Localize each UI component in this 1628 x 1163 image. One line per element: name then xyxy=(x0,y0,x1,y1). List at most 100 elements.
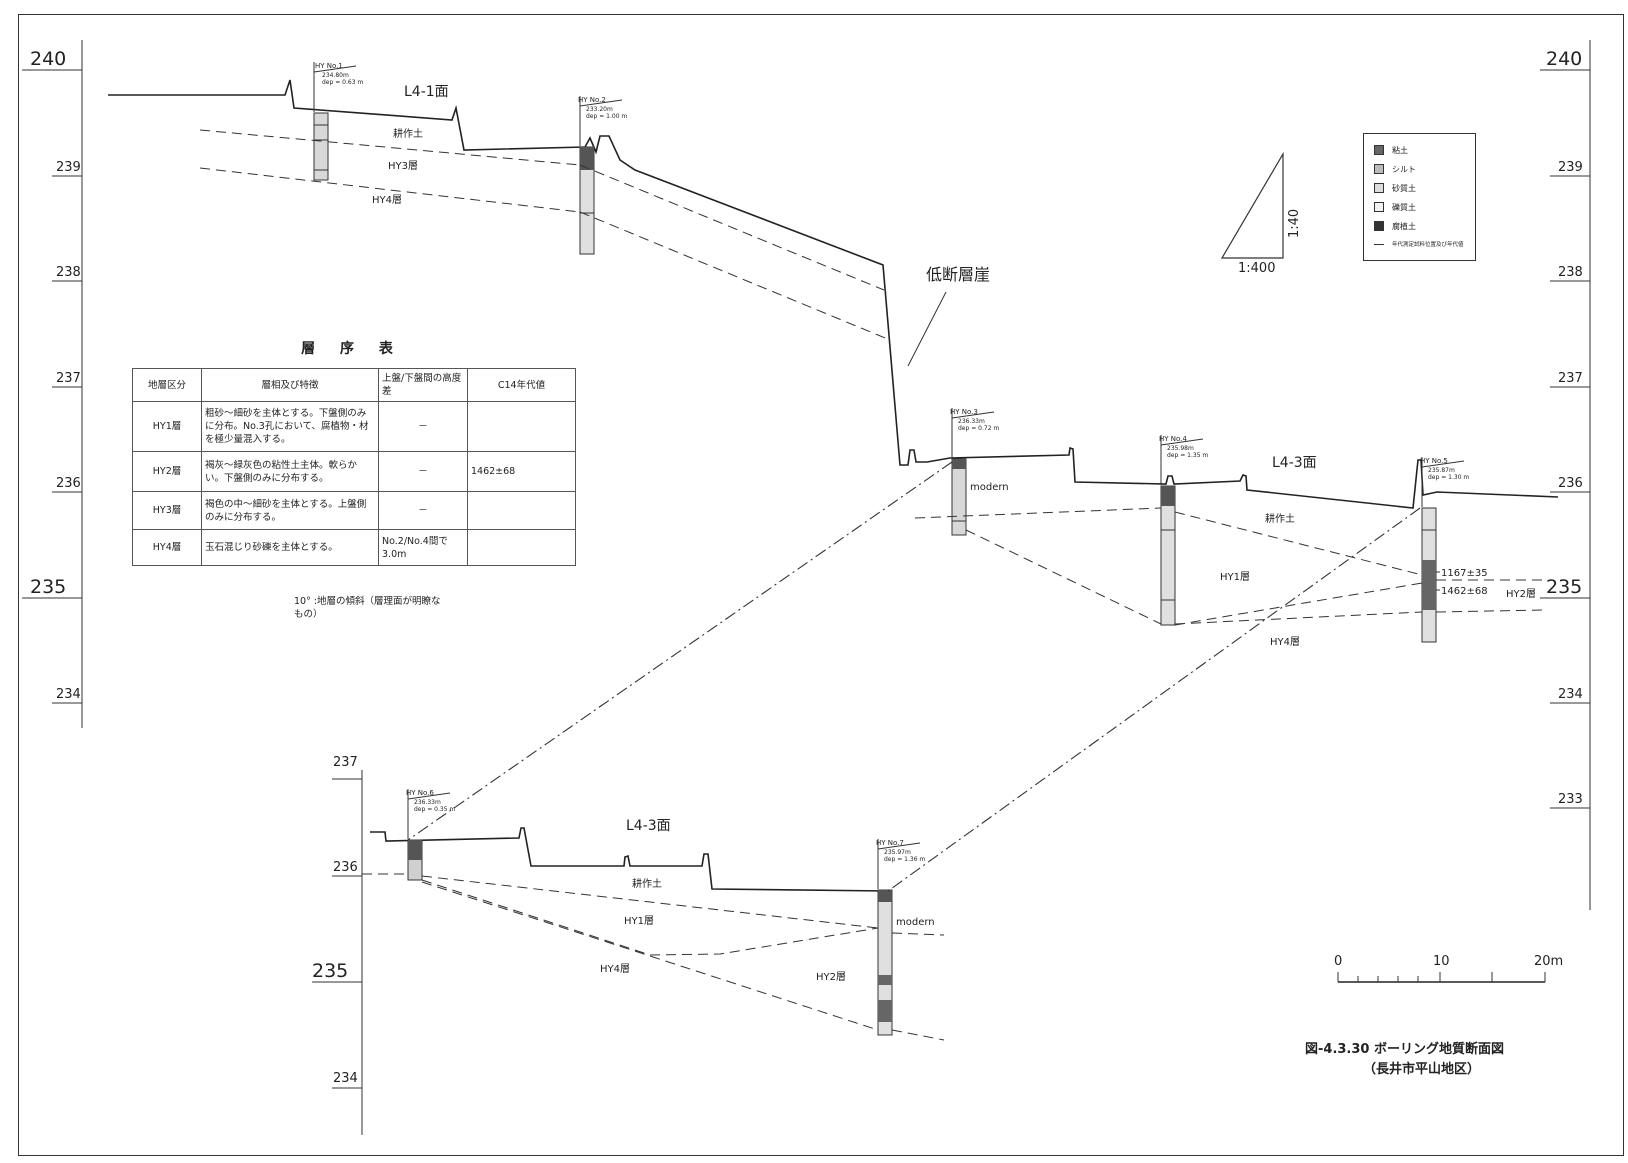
lower-layer-boundaries xyxy=(362,873,945,1041)
strata-cell: HY2層 xyxy=(132,451,202,492)
upper-layer-boundaries xyxy=(199,129,891,341)
label-lower-kosaku: 耕作土 xyxy=(632,877,662,890)
upper-left-axis: 240 239 238 237 236 235 234 xyxy=(22,40,83,728)
strata-cell xyxy=(467,401,576,452)
scale-bar-tick-20m: 20m xyxy=(1534,954,1563,969)
borehole-2-info1: 233.20m xyxy=(586,106,613,113)
legend-item-humus: 腐植土 xyxy=(1374,220,1416,232)
legend-label-gravel: 礫質土 xyxy=(1392,202,1416,212)
label-right-hy1: HY1層 xyxy=(1220,571,1250,583)
table-row: HY2層 褐灰～緑灰色の粘性土主体。軟らかい。下盤側のみに分布する。 － 146… xyxy=(132,451,576,492)
legend-swatch-sandy xyxy=(1374,183,1384,193)
strata-cell: 1462±68 xyxy=(467,451,576,492)
borehole-7: HY No.7 235.97m dep = 1.36 m xyxy=(876,839,925,1036)
fault-leader-line xyxy=(907,291,947,367)
strata-table: 地層区分 層相及び特徴 上盤/下盤間の高度差 C14年代値 HY1層 粗砂～細砂… xyxy=(132,368,576,566)
table-row: HY3層 褐色の中～細砂を主体とする。上盤側のみに分布する。 － xyxy=(132,491,576,530)
strata-cell: 褐灰～緑灰色の粘性土主体。軟らかい。下盤側のみに分布する。 xyxy=(201,451,379,492)
borehole-6-info2: dep = 0.35 m xyxy=(414,806,455,813)
legend-swatch-silt xyxy=(1374,164,1384,174)
lower-tick-237: 237 xyxy=(333,755,358,770)
strata-cell: 褐色の中～細砂を主体とする。上盤側のみに分布する。 xyxy=(201,491,379,530)
date-label-2: 1462±68 xyxy=(1441,586,1488,597)
strata-cell: No.2/No.4間で3.0m xyxy=(378,529,468,566)
strata-cell: － xyxy=(378,401,468,452)
surface-label-upper-left: L4-1面 xyxy=(404,84,449,100)
borehole-4-info2: dep = 1.35 m xyxy=(1167,452,1208,459)
table-row: HY1層 粗砂～細砂を主体とする。下盤側のみに分布。No.3孔において、腐植物・… xyxy=(132,401,576,452)
label-upper-hy3: HY3層 xyxy=(388,160,418,172)
strata-cell: － xyxy=(378,451,468,492)
strata-cell: － xyxy=(378,491,468,530)
label-upper-hy4: HY4層 xyxy=(372,194,402,206)
scale-bar-tick-0: 0 xyxy=(1334,954,1342,969)
borehole-3-info2: dep = 0.72 m xyxy=(958,425,999,432)
borehole-3-info1: 236.33m xyxy=(958,418,985,425)
ground-profile-lower xyxy=(370,827,889,892)
borehole-4-info1: 235.98m xyxy=(1167,445,1194,452)
strata-cell xyxy=(467,529,576,566)
strata-cell: 粗砂～細砂を主体とする。下盤側のみに分布。No.3孔において、腐植物・材を極少量… xyxy=(201,401,379,452)
right-tick-238: 238 xyxy=(1558,265,1583,280)
strata-cell: 玉石混じり砂礫を主体とする。 xyxy=(201,529,379,566)
legend-swatch-clay xyxy=(1374,145,1384,155)
lower-tick-235: 235 xyxy=(312,960,348,982)
right-tick-233: 233 xyxy=(1558,792,1583,807)
legend-swatch-humus xyxy=(1374,221,1384,231)
left-tick-240: 240 xyxy=(30,48,66,70)
legend-swatch-gravel xyxy=(1374,202,1384,212)
borehole-5-info1: 235.87m xyxy=(1428,467,1455,474)
borehole-5: HY No.5 235.87m dep = 1.30 m xyxy=(1420,457,1469,643)
left-tick-235: 235 xyxy=(30,576,66,598)
strata-header-facies: 層相及び特徴 xyxy=(201,368,379,402)
caption-line-1: 図-4.3.30 ボーリング地質断面図 xyxy=(1305,1042,1504,1057)
label-upper-kosaku: 耕作土 xyxy=(393,127,423,140)
right-tick-240: 240 xyxy=(1546,48,1582,70)
borehole-2: HY No.2 233.20m dep = 1.00 m xyxy=(578,96,627,255)
legend-label-sandy: 砂質土 xyxy=(1392,183,1416,193)
borehole-1-name: HY No.1 xyxy=(315,62,343,70)
right-layer-boundaries xyxy=(914,507,1546,626)
surface-label-lower: L4-3面 xyxy=(626,818,671,834)
left-tick-237: 237 xyxy=(56,371,81,386)
label-lower-hy1: HY1層 xyxy=(624,915,654,927)
left-tick-236: 236 xyxy=(56,476,81,491)
label-lower-hy4: HY4層 xyxy=(600,963,630,975)
borehole-6-name: HY No.6 xyxy=(406,789,434,797)
borehole-7-info2: dep = 1.36 m xyxy=(884,856,925,863)
strata-header-height-diff: 上盤/下盤間の高度差 xyxy=(378,368,468,402)
borehole-2-name: HY No.2 xyxy=(578,96,606,104)
strata-table-title: 層 序 表 xyxy=(301,341,403,357)
label-lower-hy2: HY2層 xyxy=(816,971,846,983)
strata-table-block: 層 序 表 地層区分 層相及び特徴 上盤/下盤間の高度差 C14年代値 HY1層… xyxy=(132,338,576,566)
date-label-1: 1167±35 xyxy=(1441,568,1488,579)
scale-triangle: 1:400 1:40 xyxy=(1220,151,1302,276)
table-row: HY4層 玉石混じり砂礫を主体とする。 No.2/No.4間で3.0m xyxy=(132,529,576,566)
figure-frame xyxy=(18,14,1624,1156)
dip-note: 10° :地層の傾斜（層理面が明瞭なもの） xyxy=(294,596,441,620)
borehole-1: HY No.1 234.80m dep = 0.63 m xyxy=(313,62,363,181)
strata-header-c14: C14年代値 xyxy=(467,368,576,402)
borehole-5-name: HY No.5 xyxy=(1420,457,1448,465)
right-tick-237: 237 xyxy=(1558,371,1583,386)
left-tick-234: 234 xyxy=(56,687,81,702)
borehole-2-info2: dep = 1.00 m xyxy=(586,113,627,120)
legend-label-silt: シルト xyxy=(1392,164,1416,174)
left-tick-238: 238 xyxy=(56,265,81,280)
strata-header-division: 地層区分 xyxy=(132,368,202,402)
label-modern-a: modern xyxy=(970,482,1009,493)
label-right-hy2: HY2層 xyxy=(1506,588,1536,600)
strata-cell: HY1層 xyxy=(132,401,202,452)
borehole-4-name: HY No.4 xyxy=(1159,435,1187,443)
borehole-6-info1: 236.33m xyxy=(414,799,441,806)
lower-tick-236: 236 xyxy=(333,860,358,875)
surface-label-upper-right: L4-3面 xyxy=(1272,455,1317,471)
borehole-6: HY No.6 236.33m dep = 0.35 m xyxy=(406,789,455,881)
scale-bar: 0 10 20m xyxy=(1334,954,1563,983)
scale-bar-tick-10: 10 xyxy=(1433,954,1450,969)
ground-profile-upper xyxy=(108,79,1559,509)
strata-cell xyxy=(467,491,576,530)
right-tick-239: 239 xyxy=(1558,160,1583,175)
right-tick-234: 234 xyxy=(1558,687,1583,702)
